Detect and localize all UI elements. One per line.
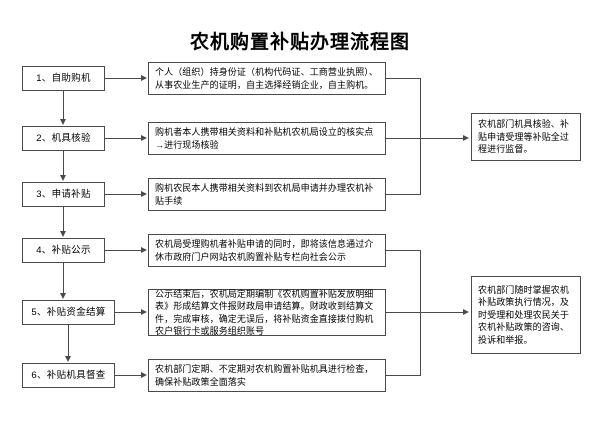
- supervision-text-1: 农机部门机具核验、补贴申请受理等补贴全过程进行监督。: [478, 119, 570, 155]
- stage-label-2: 2、机具核验: [36, 132, 91, 144]
- bracket-bottom-spine: [420, 250, 421, 376]
- stage-connector-4-5: [63, 263, 64, 293]
- stage-label-1: 1、自助购机: [36, 72, 91, 84]
- detail-box-3[interactable]: 购机农民本人携带相关资料到农机局申请并办理农机补贴手续: [148, 178, 386, 211]
- page-title: 农机购置补贴办理流程图: [189, 31, 410, 53]
- detail-text-3: 购机农民本人携带相关资料到农机局申请并办理农机补贴手续: [155, 183, 374, 206]
- detail-text-4: 农机局受理购机者补贴申请的同时，即将该信息通过介休市政府门户网站农机购置补贴专栏…: [155, 239, 374, 262]
- supervision-box-2[interactable]: 农机部门随时掌握农机补贴政策执行情况，及时受理和处理农民关于农机补贴政策的咨询、…: [471, 276, 581, 354]
- link-arrow-stage6-detail6-icon: [141, 371, 147, 378]
- detail-box-1[interactable]: 个人（组织）持身份证（机构代码证、工商营业执照）、从事农业生产的证明，自主选择经…: [148, 62, 386, 95]
- detail-text-2: 购机者本人携带相关资料和补贴机农机局设立的核实点→进行现场核验: [155, 127, 374, 150]
- supervision-box-1[interactable]: 农机部门机具核验、补贴申请受理等补贴全过程进行监督。: [471, 113, 581, 161]
- detail-text-6: 农机部门定期、不定期对农机购置补贴机具进行检查，确保补贴政策全面落实: [155, 364, 374, 387]
- supervision-text-2: 农机部门随时掌握农机补贴政策执行情况，及时受理和处理农民关于农机补贴政策的咨询、…: [478, 284, 570, 345]
- stage-connector-3-4: [63, 207, 64, 231]
- stage-arrow-3-4-icon: [60, 231, 66, 237]
- link-arrow-stage4-detail4-icon: [141, 246, 147, 253]
- bracket-bottom-stub-detail4: [386, 250, 420, 251]
- stage-box-3[interactable]: 3、申请补贴: [22, 182, 105, 207]
- detail-box-6[interactable]: 农机部门定期、不定期对农机购置补贴机具进行检查，确保补贴政策全面落实: [148, 359, 386, 392]
- bracket-bottom-arrow-icon: [463, 308, 469, 315]
- stage-label-5: 5、补贴资金结算: [31, 306, 106, 318]
- stage-connector-1-2: [63, 91, 64, 119]
- detail-box-2[interactable]: 购机者本人携带相关资料和补贴机农机局设立的核实点→进行现场核验: [148, 122, 386, 155]
- stage-box-4[interactable]: 4、补贴公示: [22, 238, 105, 263]
- detail-text-1: 个人（组织）持身份证（机构代码证、工商营业执照）、从事农业生产的证明，自主选择经…: [155, 67, 379, 90]
- bracket-top-spine: [420, 78, 421, 195]
- link-stage4-detail4: [105, 250, 141, 251]
- bracket-top-feed: [420, 138, 463, 139]
- bracket-bottom-feed: [420, 312, 463, 313]
- stage-box-1[interactable]: 1、自助购机: [22, 66, 105, 91]
- link-stage6-detail6: [115, 375, 141, 376]
- link-arrow-stage1-detail1-icon: [141, 74, 147, 81]
- stage-arrow-2-3-icon: [60, 175, 66, 181]
- stage-box-6[interactable]: 6、补贴机具督查: [22, 363, 115, 388]
- bracket-top-stub-detail1: [386, 78, 420, 79]
- link-arrow-stage3-detail3-icon: [141, 190, 147, 197]
- link-stage3-detail3: [105, 194, 141, 195]
- bracket-top-stub-detail2: [386, 138, 420, 139]
- stage-arrow-1-2-icon: [60, 119, 66, 125]
- stage-label-6: 6、补贴机具督查: [31, 369, 106, 381]
- link-stage1-detail1: [105, 78, 141, 79]
- stage-box-5[interactable]: 5、补贴资金结算: [22, 300, 115, 325]
- bracket-bottom-stub-detail5: [386, 312, 420, 313]
- stage-connector-5-6: [68, 325, 69, 356]
- link-stage2-detail2: [105, 138, 141, 139]
- link-stage5-detail5: [115, 312, 141, 313]
- link-arrow-stage2-detail2-icon: [141, 134, 147, 141]
- stage-label-3: 3、申请补贴: [36, 188, 91, 200]
- stage-arrow-5-6-icon: [65, 356, 71, 362]
- bracket-top-arrow-icon: [463, 134, 469, 141]
- detail-box-5[interactable]: 公示结束后，农机局定期编制《农机购置补贴发放明细表》形成结算文件报财政局申请结算…: [148, 289, 386, 336]
- stage-box-2[interactable]: 2、机具核验: [22, 126, 105, 151]
- bracket-bottom-stub-detail6: [386, 375, 420, 376]
- bracket-top-stub-detail3: [386, 194, 420, 195]
- link-arrow-stage5-detail5-icon: [141, 308, 147, 315]
- stage-label-4: 4、补贴公示: [36, 244, 91, 256]
- stage-connector-2-3: [63, 151, 64, 175]
- detail-box-4[interactable]: 农机局受理购机者补贴申请的同时，即将该信息通过介休市政府门户网站农机购置补贴专栏…: [148, 234, 386, 267]
- detail-text-5: 公示结束后，农机局定期编制《农机购置补贴发放明细表》形成结算文件报财政局申请结算…: [155, 288, 374, 336]
- stage-arrow-4-5-icon: [60, 293, 66, 299]
